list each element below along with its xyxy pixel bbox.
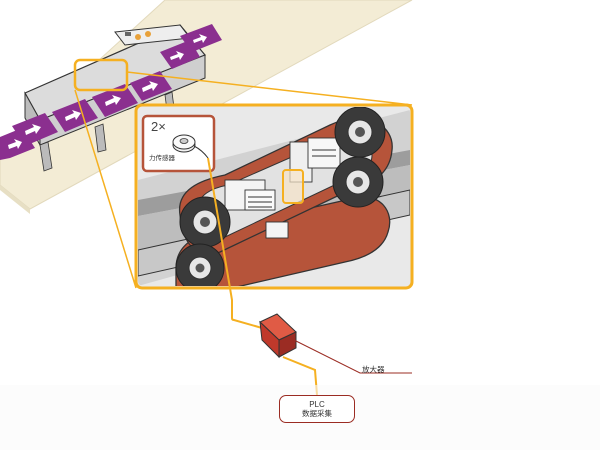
data-collection-label: 数据采集 [302, 409, 332, 418]
wheel [175, 243, 225, 286]
product-tray [92, 84, 138, 117]
wheel [334, 107, 386, 158]
amplifier-icon [259, 313, 297, 359]
plc-label: PLC [309, 400, 325, 409]
plc-data-collection-box: PLC 数据采集 [279, 395, 355, 423]
product-tray [12, 113, 58, 146]
conveyor-highlight [73, 58, 129, 92]
sensor-cable [207, 157, 263, 329]
product-trays [0, 24, 222, 160]
detail-panel [134, 103, 414, 290]
sensor-position-highlight [282, 169, 304, 204]
wheel [332, 156, 384, 208]
product-tray [130, 71, 172, 101]
sensor-name-label: 力传感器 [149, 155, 175, 162]
product-tray [52, 99, 98, 132]
sensor-count-label: 2× [151, 119, 166, 134]
zoom-connector [74, 71, 413, 289]
sensor-inset [141, 114, 216, 173]
inner-mechanism [224, 137, 341, 239]
amplifier-leader-line [289, 337, 412, 374]
product-tray [180, 24, 222, 52]
amplifier-label: 放大器 [362, 365, 385, 374]
force-sensor-icon [172, 134, 209, 159]
